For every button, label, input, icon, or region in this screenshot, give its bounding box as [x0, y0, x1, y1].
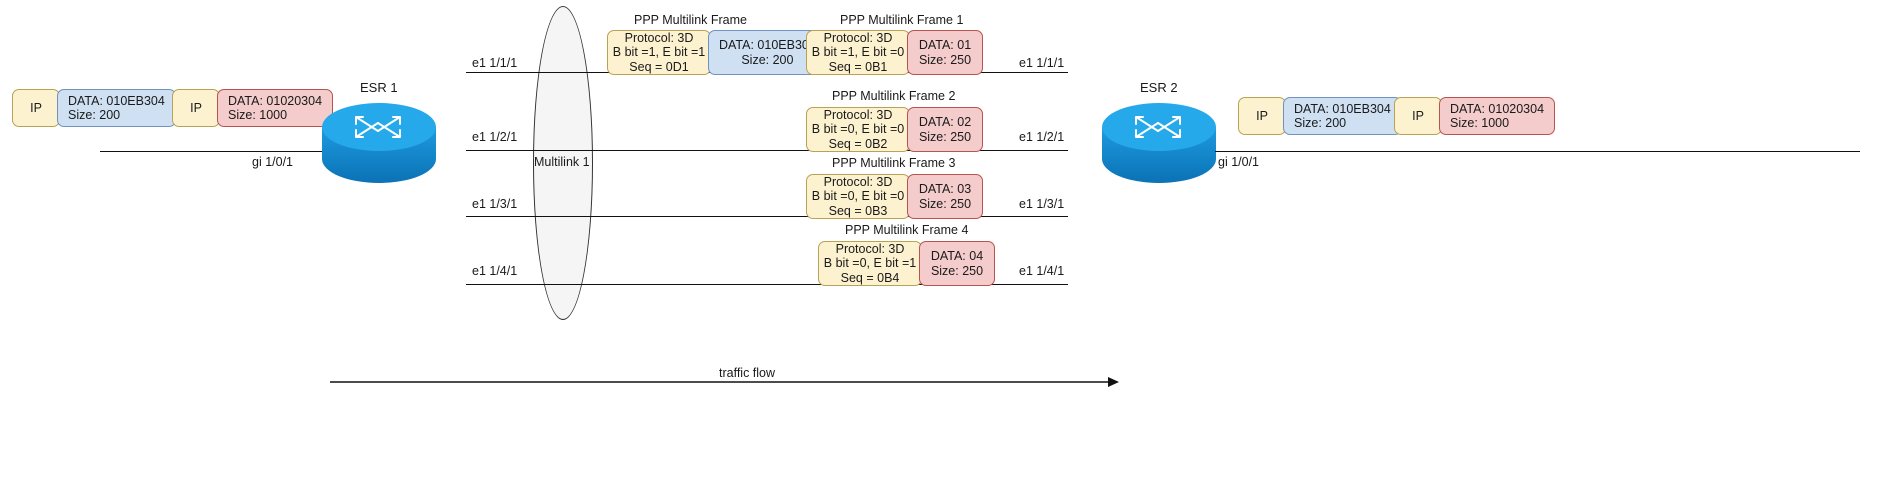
- frame-title-1: PPP Multilink Frame 1: [840, 13, 964, 27]
- left-port-label-2: e1 1/2/1: [472, 130, 518, 144]
- frame-data-line: DATA: 02: [918, 115, 972, 129]
- frame-seq: Seq = 0B1: [828, 59, 888, 74]
- frame-data-line: DATA: 010EB304: [719, 38, 816, 52]
- right-access-link: [1215, 151, 1860, 152]
- packet-size-line: Size: 200: [1294, 116, 1347, 130]
- right-interface-label: gi 1/0/1: [1218, 155, 1260, 169]
- right-port-label-2: e1 1/2/1: [1019, 130, 1065, 144]
- right-packet-2: IP DATA: 01020304 Size: 1000: [1394, 97, 1556, 135]
- packet-payload-red: DATA: 01020304 Size: 1000: [1439, 97, 1556, 135]
- frame-seq: Seq = 0B4: [840, 270, 900, 285]
- multilink-header-4: Protocol: 3D B bit =0, E bit =1 Seq = 0B…: [818, 241, 922, 286]
- left-port-label-3: e1 1/3/1: [472, 197, 518, 211]
- frame-protocol: Protocol: 3D: [835, 241, 905, 256]
- frame-seq: Seq = 0B3: [828, 203, 888, 218]
- frame-protocol: Protocol: 3D: [624, 30, 694, 45]
- frame-block-0: Protocol: 3D B bit =1, E bit =1 Seq = 0D…: [607, 30, 827, 75]
- frame-bits: B bit =0, E bit =0: [811, 189, 905, 204]
- packet-data-line: DATA: 010EB304: [68, 94, 165, 108]
- packet-payload-blue: DATA: 010EB304 Size: 200: [1283, 97, 1402, 135]
- frame-size-line: Size: 250: [918, 196, 972, 211]
- right-port-label-1: e1 1/1/1: [1019, 56, 1065, 70]
- router-esr-1-icon: [320, 103, 438, 185]
- left-port-label-1: e1 1/1/1: [472, 56, 518, 70]
- frame-payload-0: DATA: 010EB304 Size: 200: [708, 30, 827, 75]
- packet-size-line: Size: 200: [68, 108, 121, 122]
- packet-data-line: DATA: 010EB304: [1294, 102, 1391, 116]
- frame-protocol: Protocol: 3D: [823, 30, 893, 45]
- frame-size-line: Size: 250: [918, 129, 972, 144]
- ip-header-label: IP: [1238, 97, 1286, 135]
- frame-title-2: PPP Multilink Frame 2: [832, 89, 956, 103]
- frame-data-line: DATA: 04: [930, 249, 984, 263]
- frame-data-line: DATA: 01: [918, 38, 972, 52]
- multilink-header-2: Protocol: 3D B bit =0, E bit =0 Seq = 0B…: [806, 107, 910, 152]
- traffic-flow-arrow: [330, 374, 1120, 395]
- packet-payload-red: DATA: 01020304 Size: 1000: [217, 89, 334, 127]
- frame-bits: B bit =1, E bit =0: [811, 45, 905, 60]
- frame-block-3: Protocol: 3D B bit =0, E bit =0 Seq = 0B…: [806, 174, 983, 219]
- frame-payload-1: DATA: 01 Size: 250: [907, 30, 983, 75]
- frame-block-1: Protocol: 3D B bit =1, E bit =0 Seq = 0B…: [806, 30, 983, 75]
- frame-size-line: Size: 250: [918, 52, 972, 67]
- frame-seq: Seq = 0D1: [629, 59, 689, 74]
- ip-header-label: IP: [12, 89, 60, 127]
- left-interface-label: gi 1/0/1: [252, 155, 294, 169]
- multilink-bundle-ellipse: [533, 6, 593, 320]
- frame-seq: Seq = 0B2: [828, 136, 888, 151]
- packet-data-line: DATA: 01020304: [228, 94, 323, 108]
- ip-header-label: IP: [172, 89, 220, 127]
- frame-data-line: DATA: 03: [918, 182, 972, 196]
- frame-bits: B bit =1, E bit =1: [612, 45, 706, 60]
- multilink-header-3: Protocol: 3D B bit =0, E bit =0 Seq = 0B…: [806, 174, 910, 219]
- frame-size-line: Size: 200: [741, 52, 794, 67]
- frame-block-2: Protocol: 3D B bit =0, E bit =0 Seq = 0B…: [806, 107, 983, 152]
- frame-payload-2: DATA: 02 Size: 250: [907, 107, 983, 152]
- packet-payload-blue: DATA: 010EB304 Size: 200: [57, 89, 176, 127]
- frame-size-line: Size: 250: [930, 263, 984, 278]
- link-line-2: [466, 150, 1068, 151]
- left-device-label: ESR 1: [360, 80, 398, 95]
- multilink-bundle-label: Multilink 1: [534, 155, 590, 169]
- frame-bits: B bit =0, E bit =0: [811, 122, 905, 137]
- router-esr-2-icon: [1100, 103, 1218, 185]
- frame-title-3: PPP Multilink Frame 3: [832, 156, 956, 170]
- right-port-label-4: e1 1/4/1: [1019, 264, 1065, 278]
- frame-bits: B bit =0, E bit =1: [823, 256, 917, 271]
- frame-payload-4: DATA: 04 Size: 250: [919, 241, 995, 286]
- multilink-header-0: Protocol: 3D B bit =1, E bit =1 Seq = 0D…: [607, 30, 711, 75]
- left-packet-1: IP DATA: 010EB304 Size: 200: [12, 89, 176, 127]
- frame-protocol: Protocol: 3D: [823, 107, 893, 122]
- right-port-label-3: e1 1/3/1: [1019, 197, 1065, 211]
- frame-title-0: PPP Multilink Frame: [634, 13, 747, 27]
- left-packet-2: IP DATA: 01020304 Size: 1000: [172, 89, 334, 127]
- frame-protocol: Protocol: 3D: [823, 174, 893, 189]
- frame-title-4: PPP Multilink Frame 4: [845, 223, 969, 237]
- packet-size-line: Size: 1000: [228, 108, 288, 122]
- right-packet-1: IP DATA: 010EB304 Size: 200: [1238, 97, 1402, 135]
- left-port-label-4: e1 1/4/1: [472, 264, 518, 278]
- left-access-link: [100, 151, 360, 152]
- packet-size-line: Size: 1000: [1450, 116, 1510, 130]
- packet-data-line: DATA: 01020304: [1450, 102, 1545, 116]
- right-device-label: ESR 2: [1140, 80, 1178, 95]
- link-line-3: [466, 216, 1068, 217]
- frame-block-4: Protocol: 3D B bit =0, E bit =1 Seq = 0B…: [818, 241, 995, 286]
- frame-payload-3: DATA: 03 Size: 250: [907, 174, 983, 219]
- ip-header-label: IP: [1394, 97, 1442, 135]
- multilink-header-1: Protocol: 3D B bit =1, E bit =0 Seq = 0B…: [806, 30, 910, 75]
- traffic-flow-label: traffic flow: [719, 366, 776, 380]
- link-line-4: [466, 284, 1068, 285]
